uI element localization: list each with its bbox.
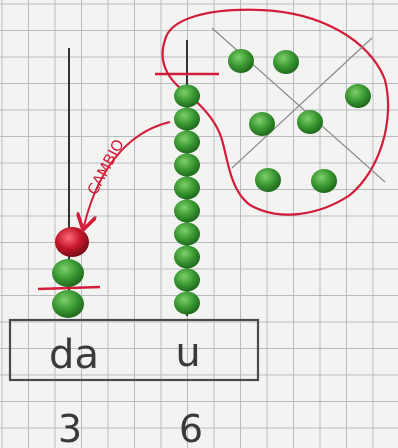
bead-units: [174, 153, 200, 177]
bead-units: [174, 176, 200, 200]
bead-units: [174, 268, 200, 292]
bead-group: [273, 50, 299, 74]
cross-line: [231, 37, 373, 169]
bead-group: [297, 110, 323, 134]
bead-units: [174, 130, 200, 154]
tens-label: da: [49, 332, 99, 378]
bead-tens: [52, 259, 84, 287]
tens-count: 3: [58, 407, 82, 448]
bead-units: [174, 245, 200, 269]
bead-group: [345, 84, 371, 108]
bead-units: [174, 84, 200, 108]
units-beads: [174, 84, 200, 315]
bead-group: [311, 169, 337, 193]
bead-units: [174, 291, 200, 315]
group-outline: [161, 8, 390, 216]
exchange-label: CAMBIO: [84, 136, 128, 198]
bead-units: [174, 107, 200, 131]
bead-group: [255, 168, 281, 192]
bead-tens: [52, 290, 84, 318]
tens-limit-mark: [37, 285, 101, 291]
exchange-arrow: [84, 121, 171, 226]
units-count: 6: [179, 407, 203, 448]
bead-group: [228, 49, 254, 73]
bead-tens-exchanged: [55, 227, 89, 257]
bead-units: [174, 222, 200, 246]
grouped-beads: [228, 49, 371, 193]
place-value-box: [8, 318, 260, 382]
units-label: u: [175, 330, 200, 376]
bead-units: [174, 199, 200, 223]
tens-beads: [52, 227, 89, 318]
bead-group: [249, 112, 275, 136]
